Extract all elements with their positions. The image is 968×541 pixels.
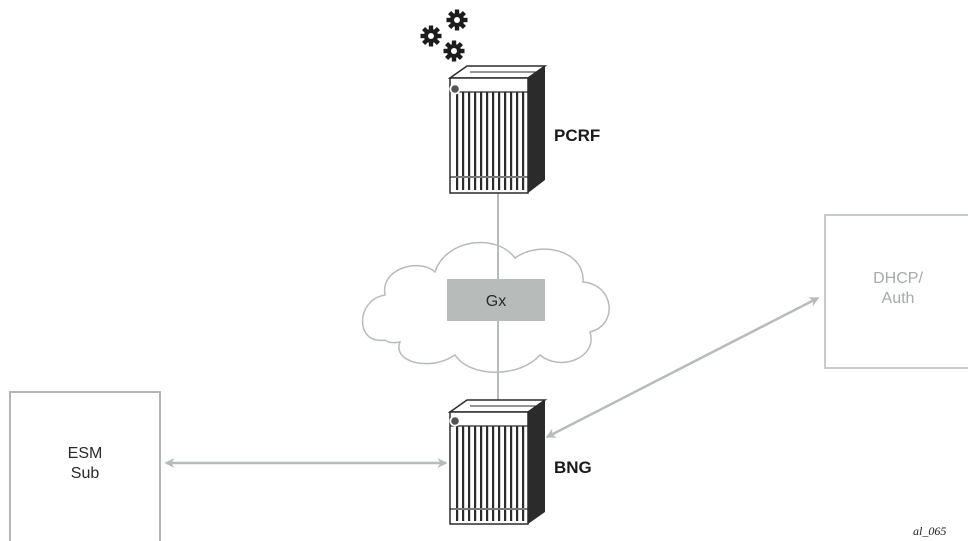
esm-sub-box: ESM Sub [9,391,161,541]
esm-sub-label-line2: Sub [71,465,100,482]
pcrf-label: PCRF [554,126,600,145]
gx-label: Gx [486,293,506,310]
pcrf-router-icon [447,65,548,194]
figure-id: al_065 [913,524,946,538]
gx-interface-box: Gx [447,279,545,321]
bng-dhcp-arrow [545,296,820,439]
dhcp-auth-label-line1: DHCP/ [873,270,923,287]
bng-router-icon [447,399,548,525]
dhcp-auth-label-line2: Auth [882,290,915,307]
esm-sub-label-line1: ESM [68,445,103,462]
bng-label: BNG [554,458,592,477]
dhcp-auth-box: DHCP/ Auth [824,214,968,369]
gears-icon [420,9,468,62]
